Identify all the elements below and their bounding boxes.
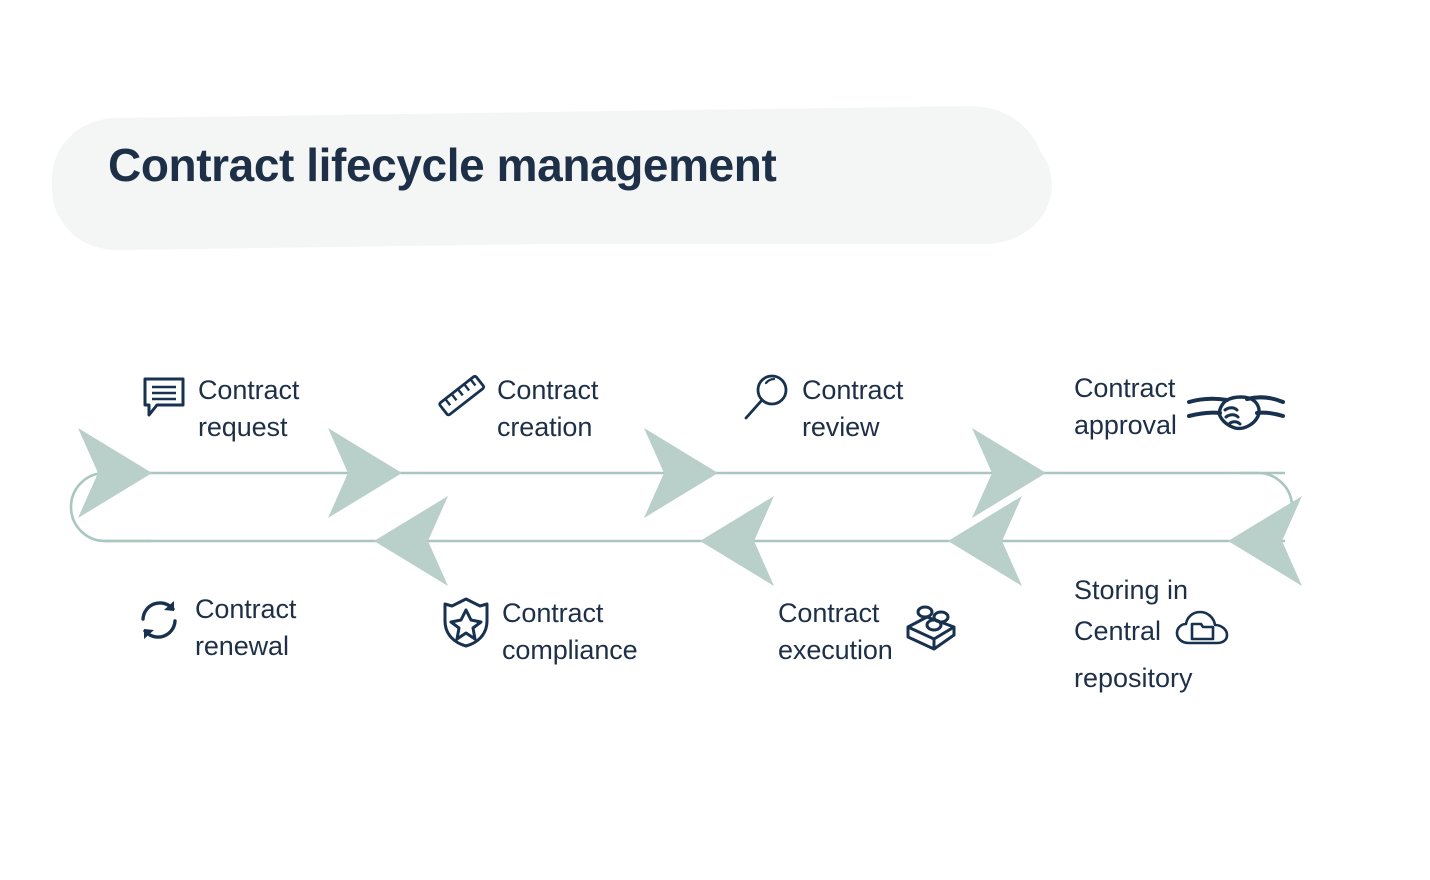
stage-contract-review[interactable]: Contract review bbox=[740, 372, 903, 447]
stage-contract-execution[interactable]: Contract execution bbox=[778, 595, 959, 670]
stage-label-line2: Central bbox=[1074, 616, 1162, 647]
stage-label-line1: Storing in bbox=[1074, 575, 1189, 605]
stage-contract-renewal[interactable]: Contract renewal bbox=[133, 591, 296, 666]
track-left-loop bbox=[69, 471, 152, 543]
building-blocks-icon bbox=[903, 599, 959, 656]
title-banner: Contract lifecycle management bbox=[51, 105, 1052, 251]
stage-label: Contract compliance bbox=[502, 598, 638, 666]
stage-contract-compliance[interactable]: Contract compliance bbox=[440, 595, 638, 670]
arrow-left-1 bbox=[374, 496, 448, 586]
stage-contract-creation[interactable]: Contract creation bbox=[437, 372, 598, 447]
stage-label-line3: repository bbox=[1074, 662, 1193, 693]
stage-contract-request[interactable]: Contract request bbox=[140, 372, 299, 447]
flow-track bbox=[0, 330, 1430, 650]
arrow-right-2 bbox=[328, 428, 402, 518]
magnifying-glass-icon bbox=[740, 372, 792, 429]
shield-star-icon bbox=[440, 595, 492, 654]
handshake-icon bbox=[1186, 386, 1285, 443]
stage-label: Contract review bbox=[802, 375, 904, 443]
arrow-right-4 bbox=[972, 428, 1046, 518]
refresh-cycle-icon bbox=[133, 595, 185, 650]
speech-bubble-lines-icon bbox=[140, 372, 188, 425]
arrow-left-2 bbox=[700, 496, 774, 586]
cloud-folder-icon bbox=[1167, 610, 1229, 655]
stage-label: Contract renewal bbox=[195, 594, 297, 662]
arrow-right-3 bbox=[644, 428, 718, 518]
stage-label: Contract creation bbox=[497, 375, 599, 443]
stage-contract-approval[interactable]: Contract approval bbox=[1074, 370, 1285, 445]
arrow-right-1 bbox=[78, 428, 152, 518]
arrow-left-4 bbox=[1228, 496, 1302, 586]
stage-label: Contract execution bbox=[778, 598, 893, 666]
page-title: Contract lifecycle management bbox=[108, 139, 777, 191]
ruler-icon bbox=[437, 372, 487, 425]
stage-label: Contract request bbox=[198, 375, 300, 443]
stage-label: Contract approval bbox=[1074, 373, 1177, 441]
stage-central-repository[interactable]: Storing in Central repository bbox=[1074, 572, 1304, 697]
arrow-left-3 bbox=[948, 496, 1022, 586]
title-pill-shape-extension bbox=[412, 126, 1052, 244]
